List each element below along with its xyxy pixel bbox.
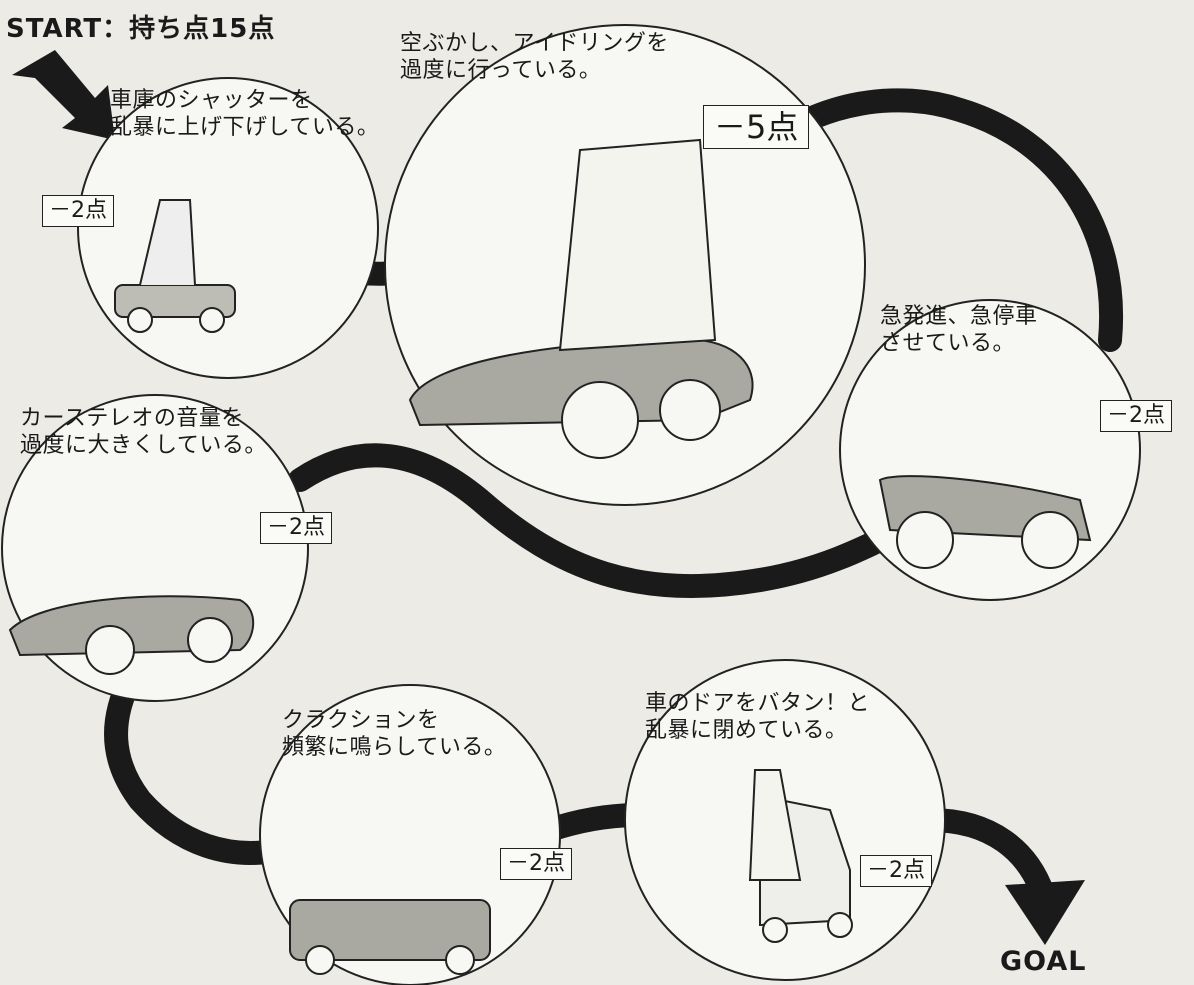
- car-illustration-sudden-start: [878, 475, 1092, 569]
- start-arrow-icon: [12, 50, 115, 140]
- goal-arrow-icon: [1005, 880, 1085, 945]
- car-illustration-door: [748, 769, 853, 943]
- caption-idling: 空ぶかし、アイドリングを 過度に行っている。: [400, 31, 669, 83]
- penalty-badge-stereo: －2点: [260, 512, 332, 544]
- caption-stereo: カーステレオの音量を 過度に大きくしている。: [20, 406, 267, 458]
- caption-sudden-start: 急発進、急停車 させている。: [880, 304, 1038, 356]
- caption-shutter: 車庫のシャッターを 乱暴に上げ下げしている。: [110, 88, 380, 140]
- caption-door: 車のドアをバタン！と 乱暴に閉めている。: [645, 691, 871, 743]
- start-label: START：持ち点15点: [6, 14, 276, 44]
- penalty-badge-shutter: －2点: [42, 195, 114, 227]
- penalty-badge-door: －2点: [860, 855, 932, 887]
- penalty-badge-horn: －2点: [500, 848, 572, 880]
- car-illustration-shutter: [114, 199, 236, 333]
- car-illustration-idling: [408, 138, 754, 459]
- car-illustration-stereo: [8, 595, 255, 675]
- car-illustration-horn: [289, 899, 491, 975]
- penalty-badge-sudden-start: －2点: [1100, 400, 1172, 432]
- caption-horn: クラクションを 頻繁に鳴らしている。: [282, 708, 507, 760]
- winding-path: [104, 88, 1124, 912]
- penalty-badge-idling: －5点: [703, 105, 810, 149]
- goal-label: GOAL: [1000, 946, 1087, 977]
